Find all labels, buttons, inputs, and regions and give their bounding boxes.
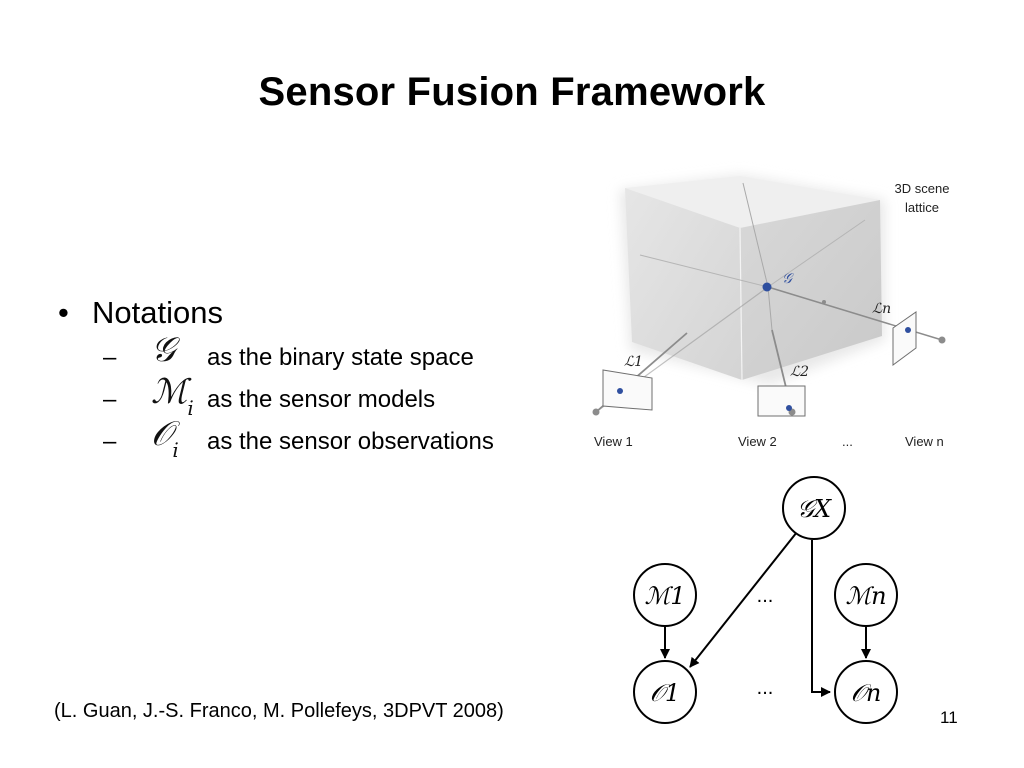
view-1-point [617, 388, 623, 394]
node-gx-label: 𝒢X [797, 495, 832, 523]
ellipsis-bottom: ... [757, 677, 774, 699]
citation: (L. Guan, J.-S. Franco, M. Pollefeys, 3D… [54, 700, 504, 722]
view-n-point [905, 327, 911, 333]
line-label-2: ℒ2 [790, 364, 809, 380]
line-label-1: ℒ1 [624, 354, 643, 370]
caption-line-2: lattice [905, 200, 939, 215]
symbol-g: 𝒢 [151, 330, 176, 370]
cube-side-face [740, 200, 882, 380]
view-label-1: View 1 [594, 434, 633, 449]
center-label: 𝒢 [782, 271, 794, 287]
view-n-plane [892, 311, 917, 366]
node-gx [782, 476, 846, 540]
view-2-plane [757, 385, 806, 417]
sub-item-observations: – 𝒪i as the sensor observations [103, 414, 494, 462]
sub-item-text: as the sensor observations [207, 428, 494, 455]
node-on-label: 𝒪n [851, 679, 882, 707]
view-label-2: View 2 [738, 434, 777, 449]
symbol-o: 𝒪i [151, 414, 179, 462]
node-mn-label: ℳn [845, 582, 886, 610]
view-label-ellipsis: ... [842, 434, 853, 449]
view-label-n: View n [905, 434, 944, 449]
sub-item-text: as the binary state space [207, 344, 474, 371]
bullet-marker: • [58, 295, 69, 330]
node-m1-label: ℳ1 [645, 582, 686, 610]
cube-top-face [625, 176, 880, 228]
node-on [834, 660, 898, 724]
bullet-notations: • Notations [58, 295, 223, 331]
scene-center-point [762, 282, 772, 292]
line-label-n: ℒn [872, 301, 891, 317]
node-mn [834, 563, 898, 627]
cube-front-face [625, 188, 742, 380]
view-2-point [786, 405, 792, 411]
slide-title: Sensor Fusion Framework [258, 70, 766, 114]
bullet-text: Notations [92, 295, 223, 330]
node-m1 [633, 563, 697, 627]
sub-item-state-space: – 𝒢 as the binary state space [103, 330, 474, 372]
view-1-plane [602, 369, 653, 411]
dash-marker: – [103, 386, 117, 413]
dash-marker: – [103, 428, 117, 455]
node-o1-label: 𝒪1 [650, 679, 680, 707]
graphical-model-figure: 𝒢X ℳ1 ℳn 𝒪1 𝒪n ... ... [633, 476, 898, 724]
scene-lattice-figure: 𝒢 ℒ1 ℒ2 ℒn 3D scene lattice View 1 View … [592, 175, 950, 449]
node-o1 [633, 660, 697, 724]
sub-item-sensor-models: – ℳi as the sensor models [103, 372, 435, 420]
dash-marker: – [103, 344, 117, 371]
ellipsis-top: ... [757, 585, 774, 607]
sub-item-text: as the sensor models [207, 386, 436, 413]
symbol-m: ℳi [151, 372, 194, 420]
page-number: 11 [940, 708, 958, 727]
caption-line-1: 3D scene [895, 181, 950, 196]
